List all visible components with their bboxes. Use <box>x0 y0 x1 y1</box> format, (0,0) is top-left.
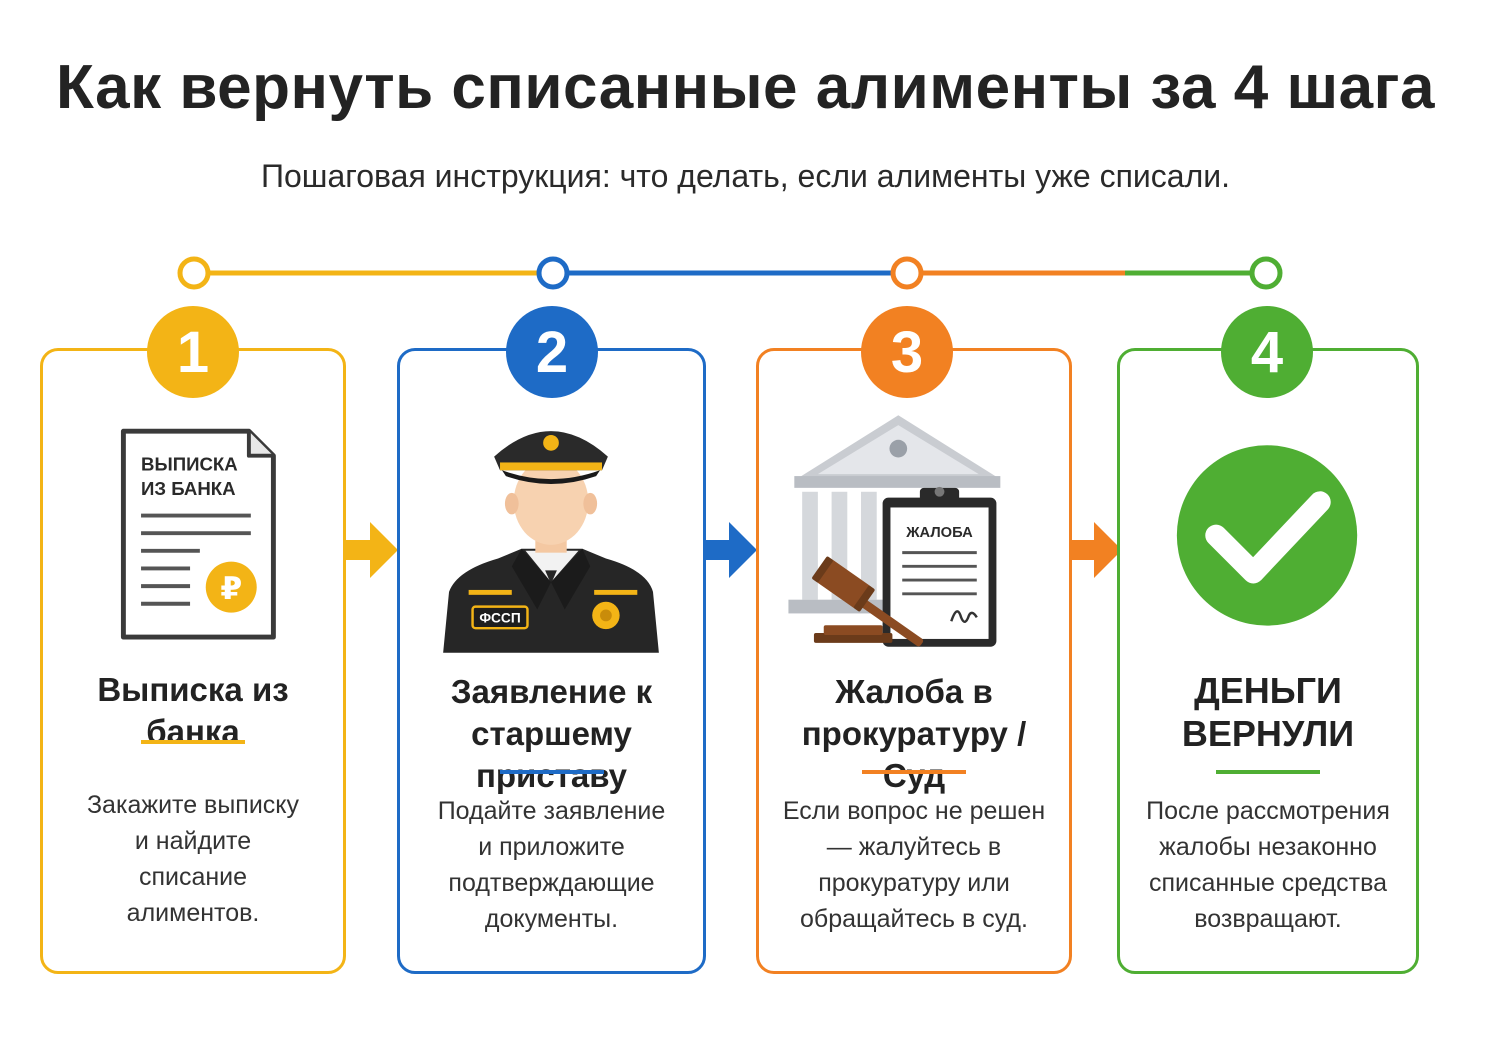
arrow-right-icon <box>705 522 757 578</box>
step-title-4: ДЕНЬГИ ВЕРНУЛИ <box>1181 670 1355 754</box>
checkmark-icon <box>1176 445 1358 626</box>
step-rule-2 <box>499 770 604 774</box>
step-text-4: После рассмотрения жалобы незаконно спис… <box>1146 797 1390 933</box>
courthouse-complaint-icon: ЖАЛОБА <box>788 415 1001 647</box>
step-badge-1: 1 <box>147 306 239 398</box>
step-card-4: ДЕНЬГИ ВЕРНУЛИ После рассмотрения жалобы… <box>1117 348 1419 974</box>
step-card-3: ЖАЛОБА Жалоба в прокуратуру / Суд Если в… <box>756 348 1072 974</box>
statement-label-2: ИЗ БАНКА <box>141 478 236 499</box>
step-text-3: Если вопрос не решен — жалуйтесь в проку… <box>782 797 1046 933</box>
step-title-2: Заявление к старшему приставу <box>450 673 653 794</box>
step-card-1: ВЫПИСКА ИЗ БАНКА ₽ Выписка из банка Зака… <box>40 348 346 974</box>
step-rule-3 <box>862 770 966 774</box>
step-text-2: Подайте заявление и приложите подтвержда… <box>437 797 666 933</box>
bailiff-officer-icon: ФССП <box>443 431 659 653</box>
step-rule-4 <box>1216 770 1320 774</box>
fssp-badge-text: ФССП <box>479 610 520 625</box>
bank-statement-icon: ВЫПИСКА ИЗ БАНКА ₽ <box>120 428 276 640</box>
step-title-3: Жалоба в прокуратуру / Суд <box>801 673 1027 794</box>
arrow-right-icon <box>346 522 398 578</box>
statement-label-1: ВЫПИСКА <box>141 453 238 474</box>
timeline-dot-2 <box>536 256 570 290</box>
ruble-symbol: ₽ <box>220 571 242 607</box>
step-badge-3: 3 <box>861 306 953 398</box>
step-badge-2: 2 <box>506 306 598 398</box>
step-badge-4: 4 <box>1221 306 1313 398</box>
page-subtitle: Пошаговая инструкция: что делать, если а… <box>260 158 1231 194</box>
step-rule-1 <box>141 740 245 744</box>
arrow-right-icon <box>1070 522 1122 578</box>
step-card-2: ФССП Заявление к старшему приставу Подай… <box>397 348 706 974</box>
step-text-1: Закажите выписку и найдите списание алим… <box>86 791 300 927</box>
page-title: Как вернуть списанные алименты за 4 шага <box>56 53 1435 122</box>
complaint-label: ЖАЛОБА <box>905 525 973 541</box>
timeline-dot-4 <box>1249 256 1283 290</box>
ruble-coin-icon <box>205 561 257 613</box>
timeline-dot-1 <box>177 256 211 290</box>
timeline-dot-3 <box>890 256 924 290</box>
